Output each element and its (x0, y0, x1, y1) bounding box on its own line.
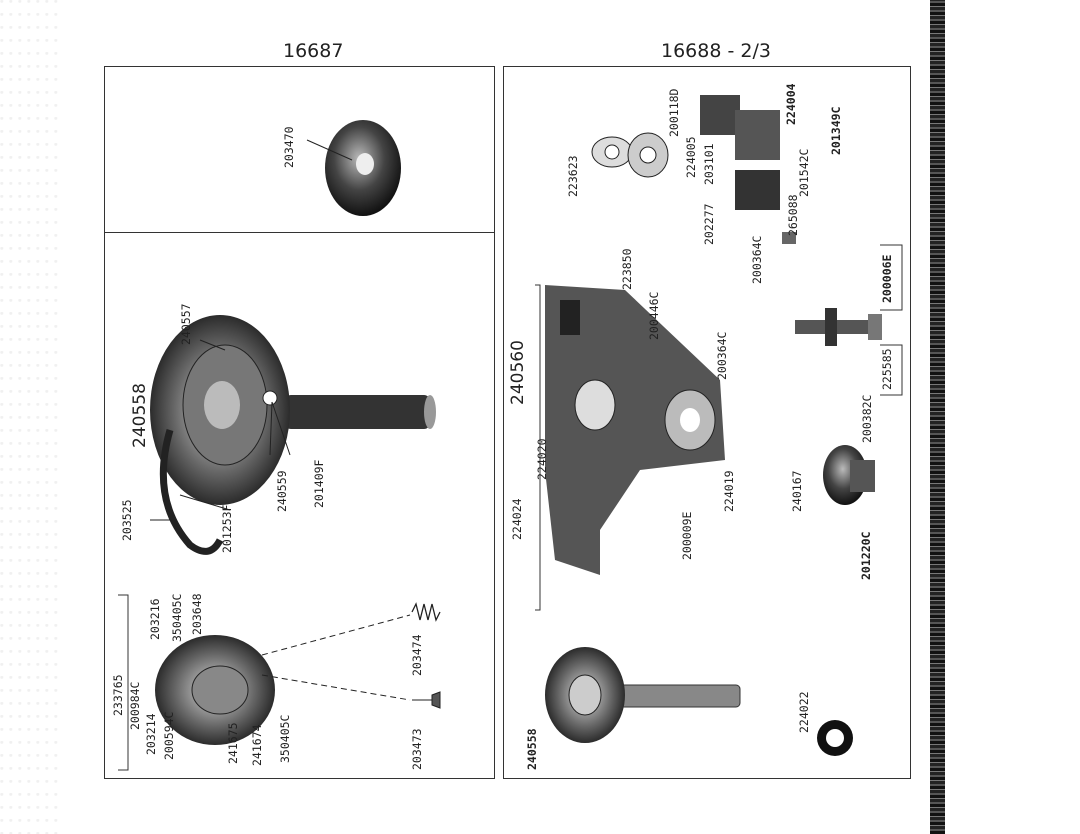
part-200594C: 200594C (162, 711, 176, 760)
part-203470: 203470 (282, 126, 296, 168)
washer-drawing (817, 720, 853, 756)
part-265088: 265088 (786, 194, 800, 236)
part-203101: 203101 (702, 143, 716, 185)
part-201253F: 201253F (220, 504, 234, 553)
small-hook-drawing (545, 647, 741, 743)
part-200382C: 200382C (860, 394, 874, 443)
page-number-left: 16687 (283, 40, 344, 62)
part-223623: 223623 (566, 155, 580, 197)
part-200006E: 200006E (880, 254, 894, 303)
part-224020: 224020 (535, 438, 549, 480)
hook-drawing (150, 315, 436, 555)
left-panel (104, 66, 495, 779)
part-200984C: 200984C (128, 681, 142, 730)
part-223850: 223850 (620, 248, 634, 290)
scan-edge-strip (930, 0, 945, 834)
part-200009E: 200009E (680, 511, 694, 560)
part-200118D: 200118D (667, 88, 681, 137)
group-224024: 224024 (510, 498, 524, 540)
gear-drawing (823, 445, 875, 505)
part-241674: 241674 (250, 724, 264, 766)
part-350405C-b: 350405C (170, 593, 184, 642)
part-201349C: 201349C (829, 106, 843, 155)
part-224022: 224022 (797, 691, 811, 733)
sub-assembly-233765: 233765 (111, 674, 125, 716)
part-240167: 240167 (790, 470, 804, 512)
part-203216: 203216 (148, 598, 162, 640)
part-225585: 225585 (880, 348, 894, 390)
part-203473: 203473 (410, 728, 424, 770)
left-panel-divider (104, 232, 495, 233)
page-number-right: 16688 - 2/3 (661, 40, 771, 62)
bobbin-drawing (306, 120, 401, 216)
part-203525: 203525 (120, 499, 134, 541)
part-203474: 203474 (410, 634, 424, 676)
screw-drawing (795, 244, 903, 396)
part-240558-b: 240558 (525, 728, 539, 770)
part-224004: 224004 (784, 83, 798, 125)
part-241675: 241675 (226, 722, 240, 764)
throat-plate-drawing (535, 284, 725, 611)
part-203648: 203648 (190, 593, 204, 635)
part-201220C: 201220C (859, 531, 873, 580)
part-200446C: 200446C (647, 291, 661, 340)
part-203214: 203214 (144, 713, 158, 755)
part-240559: 240559 (275, 470, 289, 512)
latch-parts-drawing (591, 95, 796, 244)
part-200364C-b: 200364C (715, 331, 729, 380)
assembly-240558: 240558 (130, 383, 150, 448)
group-240560: 240560 (508, 340, 528, 405)
part-200364C: 200364C (750, 235, 764, 284)
part-224005: 224005 (684, 136, 698, 178)
part-202277: 202277 (702, 203, 716, 245)
part-240557: 240557 (179, 303, 193, 345)
scan-noise (0, 0, 60, 834)
bobbin-case-drawing (118, 594, 441, 771)
right-panel (503, 66, 911, 779)
part-201409F: 201409F (312, 459, 326, 508)
part-201542C: 201542C (797, 148, 811, 197)
part-350405C: 350405C (278, 714, 292, 763)
part-224019: 224019 (722, 470, 736, 512)
